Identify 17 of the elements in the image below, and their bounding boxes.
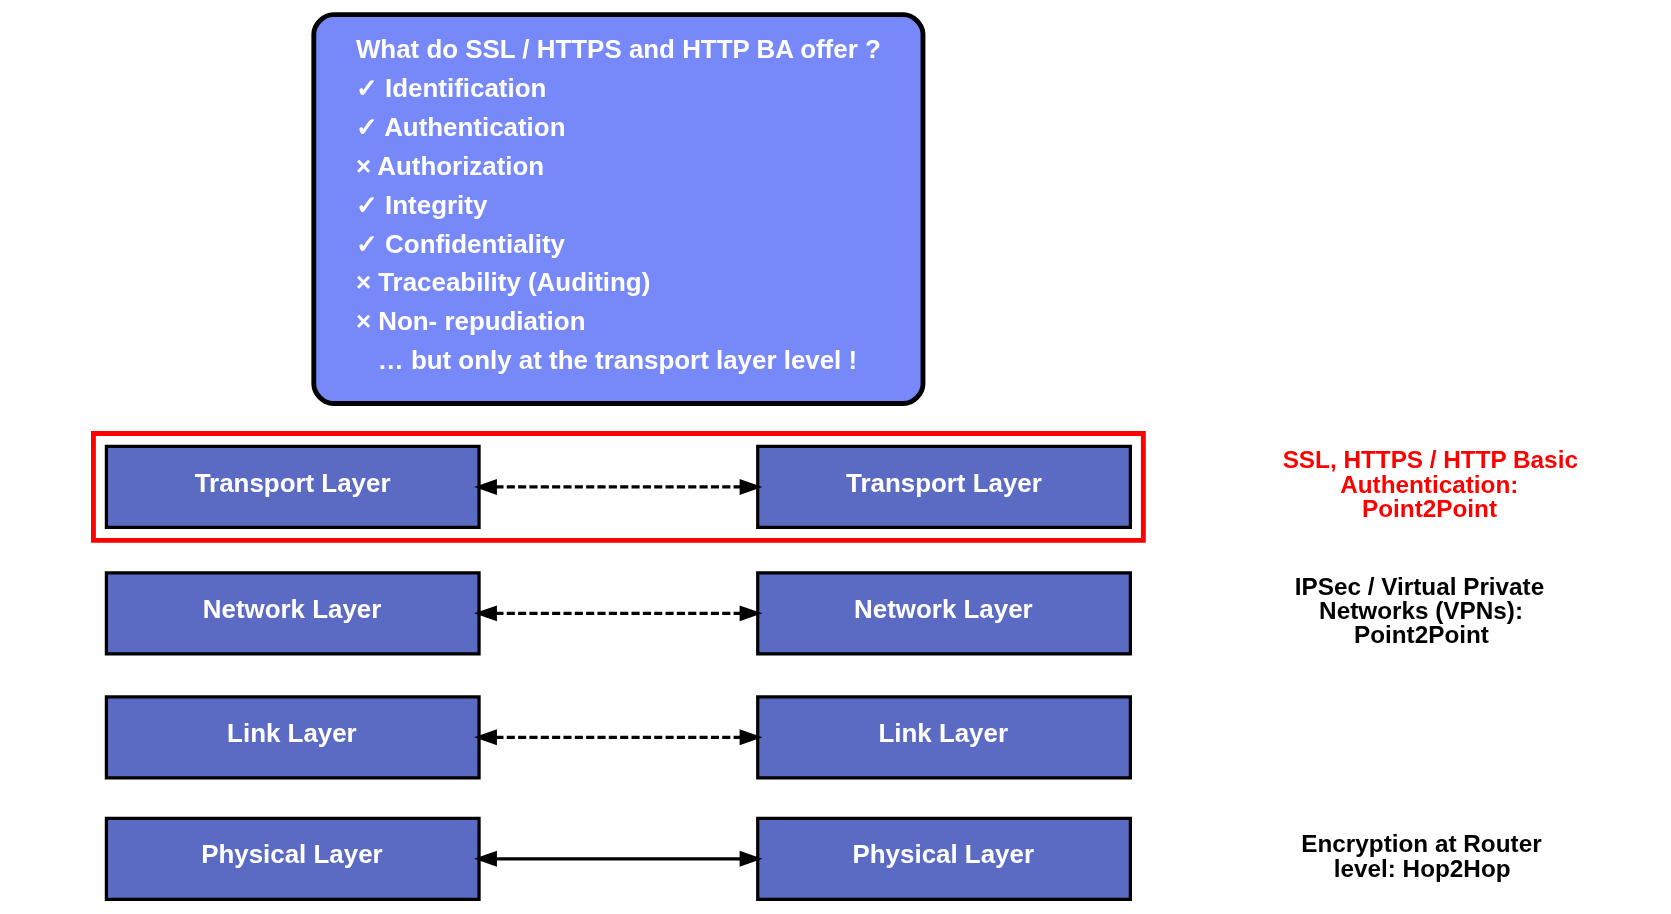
node-box: Network Layer <box>104 571 481 656</box>
node-box: Transport Layer <box>756 444 1132 530</box>
node-box: Transport Layer <box>104 444 481 530</box>
node-box: What do SSL / HTTPS and HTTP BA offer ? ✓ Identification ✓ Authentication × Authorization ✓ Integrity ✓ Confidentiality × Traceability (Auditing) × Non- repudiation … but only at the transport layer level ! <box>311 12 926 406</box>
label: IPSec / Virtual Private Networks (VPNs): Point2Point <box>1294 572 1545 649</box>
node-box: Network Layer <box>756 571 1132 656</box>
node-box: Physical Layer <box>756 816 1132 901</box>
cluster <box>91 431 1146 543</box>
arrow <box>474 729 763 746</box>
label: SSL, HTTPS / HTTP Basic Authentication: Point2Point <box>1282 446 1578 522</box>
node-box: Physical Layer <box>104 816 481 901</box>
arrow <box>474 850 763 867</box>
node-box: Link Layer <box>756 695 1132 780</box>
label: Encryption at Router level: Hop2Hop <box>1301 830 1542 882</box>
arrow <box>474 605 763 622</box>
node-box: Link Layer <box>104 695 481 780</box>
arrow <box>474 479 763 495</box>
